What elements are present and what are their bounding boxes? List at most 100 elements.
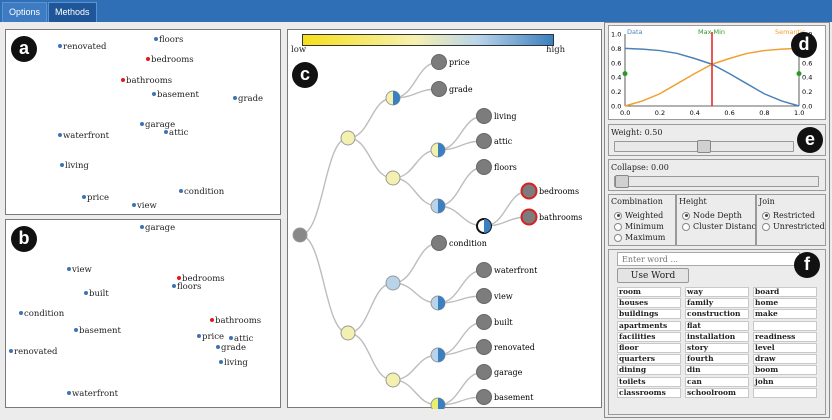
panel-a-point-basement[interactable]: basement: [152, 90, 199, 100]
word-cell[interactable]: way: [685, 287, 749, 297]
panel-a-point-renovated[interactable]: renovated: [58, 42, 106, 52]
tree-leaf-label: grade: [449, 85, 473, 94]
collapse-slider[interactable]: [614, 175, 819, 188]
line-chart-box: 1.00.80.60.40.20.01.00.80.60.40.20.00.00…: [608, 25, 826, 120]
panel-b-point-waterfront[interactable]: waterfront: [67, 389, 118, 399]
weight-slider[interactable]: [614, 140, 794, 153]
panel-b-point-attic[interactable]: attic: [229, 334, 253, 344]
panel-a-point-bedrooms[interactable]: bedrooms: [146, 55, 194, 65]
semantic-series-label: Semantic: [775, 28, 806, 36]
radio-button[interactable]: [614, 222, 622, 231]
word-cell[interactable]: john: [753, 376, 817, 387]
panel-b-point-condition[interactable]: condition: [19, 309, 64, 319]
word-cell[interactable]: apartments: [617, 320, 681, 331]
word-cell[interactable]: facilities: [617, 331, 681, 342]
word-cell[interactable]: fourth: [685, 354, 749, 365]
word-cell[interactable]: floor: [617, 343, 681, 353]
point-dot: [58, 132, 62, 137]
radio-unrestricted[interactable]: Unrestricted: [762, 222, 825, 231]
point-dot: [152, 91, 156, 96]
radio-label: Node Depth: [693, 211, 742, 220]
ytick-right: 0.4: [802, 74, 812, 82]
weight-slider-thumb[interactable]: [697, 140, 711, 153]
tree-node-b1: [385, 275, 401, 291]
collapse-slider-thumb[interactable]: [615, 175, 629, 188]
panel-b-point-price[interactable]: price: [197, 332, 224, 342]
tree-edge: [299, 234, 349, 334]
radio-weighted[interactable]: Weighted: [614, 211, 663, 220]
word-cell[interactable]: board: [753, 287, 817, 297]
panel-a-point-waterfront[interactable]: waterfront: [58, 131, 109, 141]
panel-b-point-grade[interactable]: grade: [216, 343, 246, 353]
panel-a-point-attic[interactable]: attic: [164, 128, 188, 138]
point-dot: [74, 327, 78, 332]
radio-button[interactable]: [762, 222, 770, 231]
word-cell[interactable]: boom: [753, 365, 817, 376]
word-cell[interactable]: houses: [617, 298, 681, 309]
panel-a-point-bathrooms[interactable]: bathrooms: [121, 76, 172, 86]
word-cell[interactable]: din: [685, 365, 749, 376]
word-cell[interactable]: toilets: [617, 376, 681, 387]
dendrogram[interactable]: pricegradelivingatticfloorsbedroomsbathr…: [288, 30, 603, 409]
word-cell[interactable]: story: [685, 343, 749, 353]
word-cell[interactable]: can: [685, 376, 749, 387]
point-label: price: [87, 193, 110, 203]
word-cell[interactable]: installation: [685, 331, 749, 342]
word-cell[interactable]: family: [685, 298, 749, 309]
word-input[interactable]: [617, 252, 800, 266]
word-cell[interactable]: draw: [753, 354, 817, 365]
tree-node-b2a: [430, 347, 446, 363]
word-cell[interactable]: room: [617, 287, 681, 297]
panel-b-point-living[interactable]: living: [219, 358, 248, 368]
panel-a-point-garage[interactable]: garage: [140, 120, 175, 130]
radio-button[interactable]: [762, 211, 770, 220]
radio-button[interactable]: [682, 211, 690, 220]
radio-button[interactable]: [614, 233, 622, 242]
panel-a-point-price[interactable]: price: [82, 193, 109, 203]
panel-b-point-garage[interactable]: garage: [140, 223, 175, 233]
tree-edge: [347, 332, 394, 381]
panel-b-point-built[interactable]: built: [84, 289, 109, 299]
radio-button[interactable]: [682, 222, 690, 231]
panel-b-point-basement[interactable]: basement: [74, 326, 121, 336]
use-word-button[interactable]: Use Word: [617, 268, 689, 283]
panel-a-point-grade[interactable]: grade: [233, 94, 263, 104]
radio-cluster-distance[interactable]: Cluster Distance: [682, 222, 761, 231]
point-dot: [67, 390, 71, 395]
word-cell[interactable]: buildings: [617, 309, 681, 320]
panel-a-point-living[interactable]: living: [60, 161, 89, 171]
word-cell[interactable]: level: [753, 343, 817, 353]
radio-button[interactable]: [614, 211, 622, 220]
tree-leaf-label: bathrooms: [539, 213, 582, 222]
radio-node-depth[interactable]: Node Depth: [682, 211, 742, 220]
tab-options[interactable]: Options: [2, 2, 48, 22]
panel-b-point-view[interactable]: view: [67, 265, 92, 275]
word-cell[interactable]: dining: [617, 365, 681, 376]
word-cell[interactable]: schoolroom: [685, 387, 749, 398]
word-cell[interactable]: make: [753, 309, 817, 320]
word-cell[interactable]: classrooms: [617, 387, 681, 398]
point-dot: [210, 317, 214, 322]
radio-minimum[interactable]: Minimum: [614, 222, 664, 231]
panel-a-point-floors[interactable]: floors: [154, 35, 183, 45]
word-cell[interactable]: construction: [685, 309, 749, 320]
word-cell[interactable]: home: [753, 298, 817, 309]
word-cell[interactable]: readiness: [753, 331, 817, 342]
radio-restricted[interactable]: Restricted: [762, 211, 815, 220]
panel-a-point-condition[interactable]: condition: [179, 187, 224, 197]
word-cell[interactable]: quarters: [617, 354, 681, 365]
word-cell[interactable]: [753, 387, 817, 398]
collapse-slider-box: Collapse: 0.00: [608, 159, 826, 191]
panel-a-point-view[interactable]: view: [132, 201, 157, 211]
panel-b-point-renovated[interactable]: renovated: [9, 347, 57, 357]
panel-b-point-bedrooms[interactable]: bedrooms: [177, 274, 225, 284]
radio-maximum[interactable]: Maximum: [614, 233, 665, 242]
panel-b-point-floors[interactable]: floors: [172, 282, 201, 292]
word-cell[interactable]: [753, 320, 817, 331]
tab-methods[interactable]: Methods: [48, 2, 97, 22]
panel-b-point-bathrooms[interactable]: bathrooms: [210, 316, 261, 326]
word-cell[interactable]: flat: [685, 320, 749, 331]
